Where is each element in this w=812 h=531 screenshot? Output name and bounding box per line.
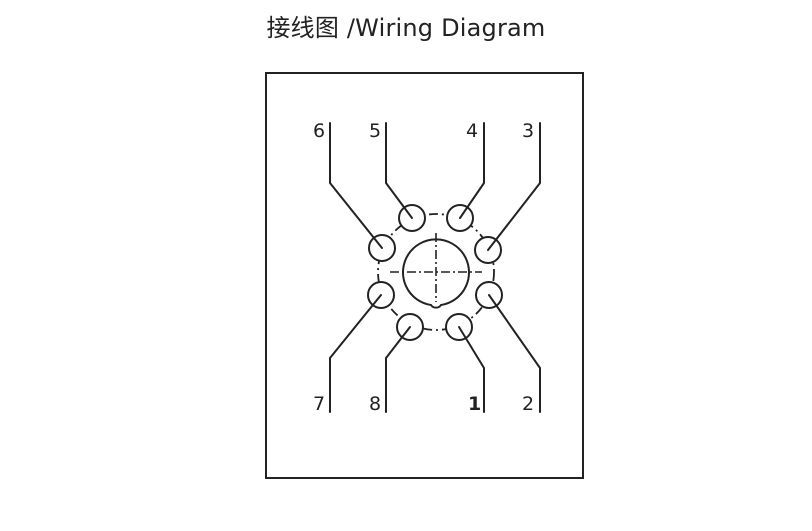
pin-6-lead [329,122,383,249]
center-crosshair [390,233,482,302]
pin-1-label: 1 [468,393,481,415]
pin-5-label: 5 [369,120,381,142]
pin-1-lead [458,326,485,413]
diagram-frame [265,72,584,479]
pin-5-lead [385,122,413,219]
pin-2-label: 2 [522,393,534,415]
diagram-title: 接线图 /Wiring Diagram [266,14,546,42]
pin-8-lead [385,326,411,413]
pin-8-label: 8 [369,393,381,415]
pin-4-lead [459,122,485,219]
pin-4-label: 4 [466,120,478,142]
pin-7-lead [329,294,382,413]
pin-2-lead [488,294,541,413]
pin-7-label: 7 [313,393,325,415]
center-key [402,238,470,309]
pin-3-lead [487,122,541,251]
pin-6-label: 6 [313,120,325,142]
pin-3-label: 3 [522,120,534,142]
pin-circle-dashed [377,213,495,331]
